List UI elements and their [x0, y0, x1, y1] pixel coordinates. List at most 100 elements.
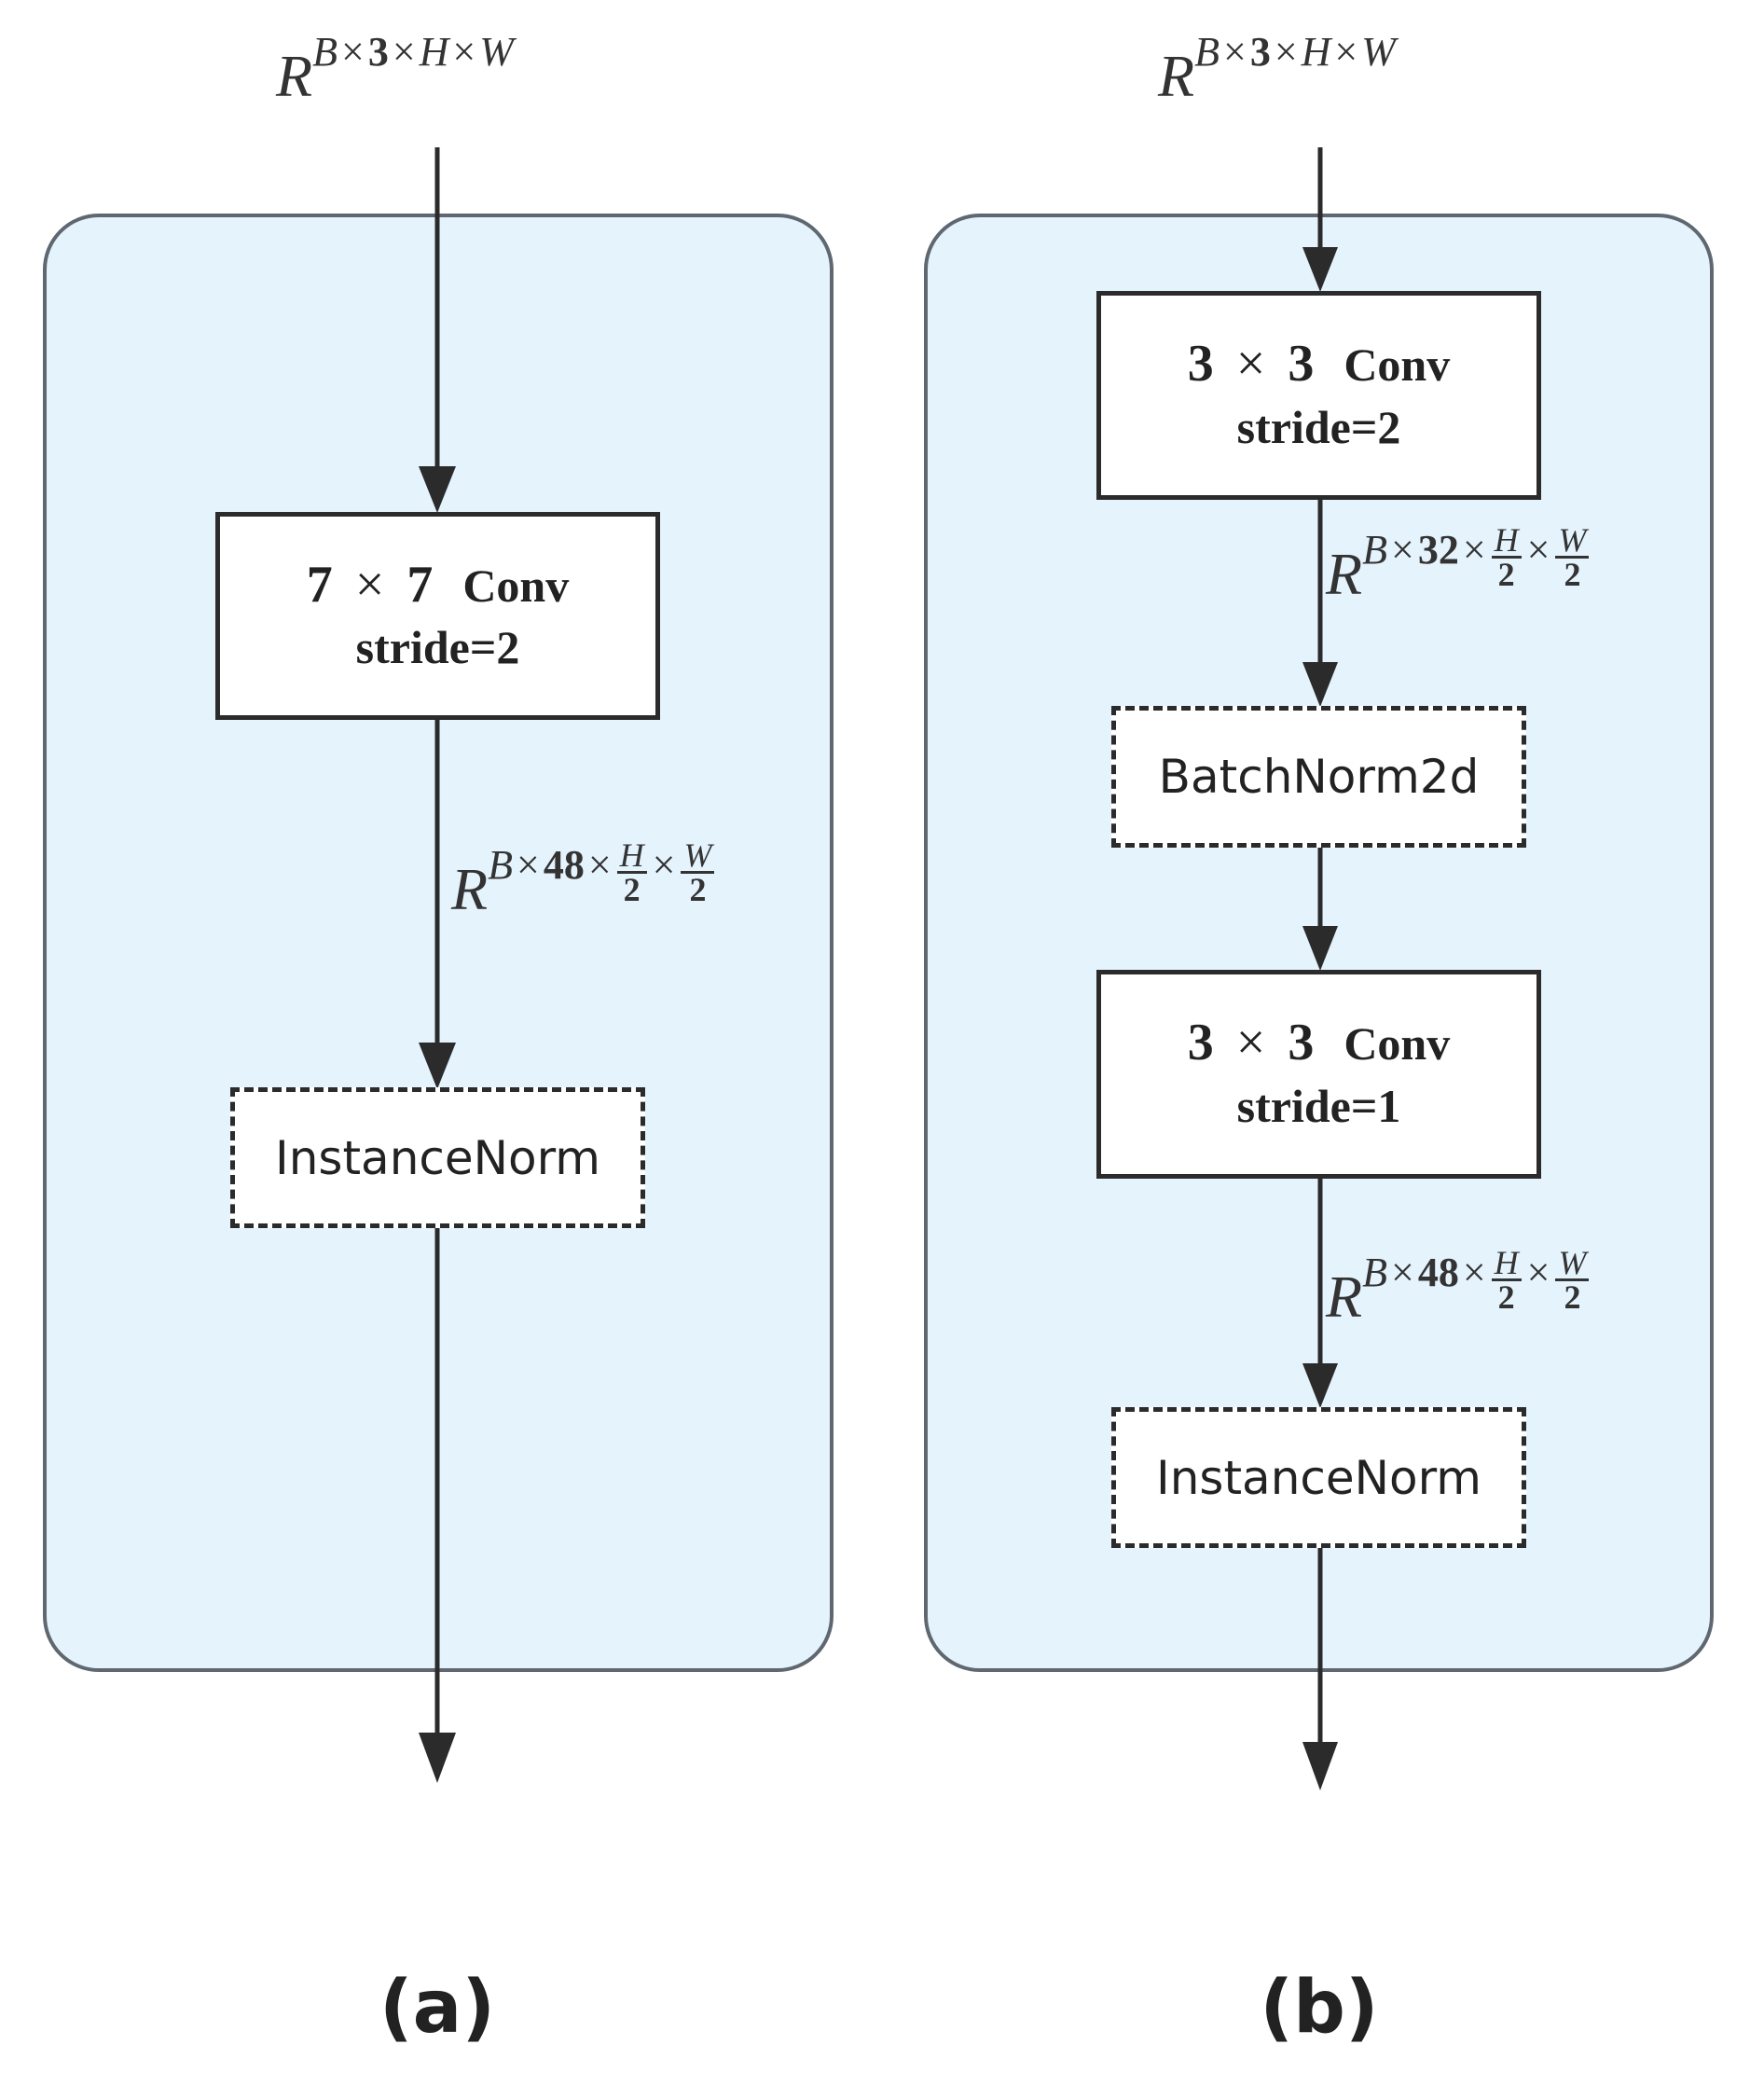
conv-word: Conv	[1344, 338, 1451, 392]
panel-a-caption: (a)	[379, 1966, 495, 2050]
panel-b-conv1-block: 3 × 3 Conv stride=2	[1096, 291, 1541, 500]
times-op: ×	[1390, 527, 1414, 573]
norm-label: BatchNorm2d	[1158, 750, 1480, 804]
fraction-numerator: H	[1491, 523, 1522, 560]
fraction-numerator: H	[1491, 1246, 1522, 1282]
times-op: ×	[340, 29, 365, 75]
panel-a-conv-block: 7 × 7 Conv stride=2	[215, 512, 660, 720]
conv-word: Conv	[1344, 1017, 1451, 1071]
arrowhead-a-conv	[419, 466, 456, 513]
shape-base: R	[276, 43, 313, 109]
times-op: ×	[652, 842, 676, 888]
fraction-width: W 2	[681, 838, 715, 909]
dim-batch: B	[312, 29, 338, 75]
kernel-size: 3	[1187, 335, 1214, 394]
fraction-denominator: 2	[1564, 556, 1581, 594]
kernel-size: 3	[1288, 335, 1315, 394]
fraction-denominator: 2	[1497, 1278, 1515, 1317]
fraction-denominator: 2	[1564, 1278, 1581, 1317]
arrowhead-a-output	[419, 1733, 456, 1783]
conv-stride: stride=2	[355, 621, 520, 674]
dim-batch: B	[1362, 1250, 1387, 1295]
panel-b-shape1: R B × 32 × H 2 × W 2	[1326, 523, 1591, 607]
times-op: ×	[1222, 29, 1247, 75]
kernel-size: 3	[1288, 1014, 1315, 1072]
arrowhead-b-output	[1302, 1742, 1338, 1790]
conv-kernel-label: 7 × 7 Conv	[306, 555, 570, 615]
times-op: ×	[354, 555, 385, 614]
times-op: ×	[1390, 1250, 1414, 1295]
arrowhead-b-norm1	[1302, 662, 1338, 707]
times-op: ×	[1235, 1014, 1266, 1072]
shape-superscript: B × 48 × H 2 × W 2	[488, 838, 716, 906]
times-op: ×	[452, 29, 476, 75]
panel-b-shape2: R B × 48 × H 2 × W 2	[1326, 1246, 1591, 1330]
times-op: ×	[587, 842, 612, 888]
fraction-height: H 2	[1491, 1246, 1522, 1317]
fraction-denominator: 2	[689, 871, 707, 909]
times-op: ×	[516, 842, 540, 888]
kernel-size: 3	[1187, 1014, 1214, 1072]
dim-batch: B	[1194, 29, 1219, 75]
fraction-denominator: 2	[623, 871, 641, 909]
fraction-height: H 2	[616, 838, 647, 909]
shape-base: R	[1326, 541, 1363, 607]
shape-base: R	[1158, 43, 1195, 109]
times-op: ×	[1274, 29, 1298, 75]
dim-channels: 3	[367, 29, 389, 75]
conv-stride: stride=2	[1236, 400, 1401, 453]
dim-batch: B	[1362, 527, 1387, 573]
dim-channels: 32	[1417, 527, 1459, 573]
fraction-width: W 2	[1555, 523, 1590, 594]
norm-label: InstanceNorm	[274, 1130, 601, 1185]
dim-batch: B	[488, 842, 513, 888]
panel-b-batchnorm-block: BatchNorm2d	[1111, 706, 1526, 848]
panel-b-input-shape: R B × 3 × H × W	[1158, 32, 1396, 106]
times-op: ×	[1526, 527, 1550, 573]
dim-width: W	[479, 29, 514, 75]
times-op: ×	[392, 29, 416, 75]
shape-superscript: B × 3 × H × W	[1194, 32, 1396, 73]
fraction-height: H 2	[1491, 523, 1522, 594]
kernel-size: 7	[306, 555, 333, 614]
fraction-numerator: H	[616, 838, 647, 875]
fraction-denominator: 2	[1497, 556, 1515, 594]
panel-b-conv2-block: 3 × 3 Conv stride=1	[1096, 970, 1541, 1179]
panel-b-instancenorm-block: InstanceNorm	[1111, 1407, 1526, 1548]
fraction-width: W 2	[1555, 1246, 1590, 1317]
dim-channels: 48	[543, 842, 585, 888]
conv-kernel-label: 3 × 3 Conv	[1187, 1014, 1451, 1072]
fraction-numerator: W	[681, 838, 715, 875]
kernel-size: 7	[406, 555, 434, 614]
panel-a-arrows	[419, 147, 456, 1783]
times-op: ×	[1235, 335, 1266, 394]
arrowhead-b-conv2	[1302, 926, 1338, 971]
arrowhead-a-norm	[419, 1043, 456, 1089]
arrowhead-b-norm2	[1302, 1363, 1338, 1408]
shape-superscript: B × 3 × H × W	[312, 32, 514, 73]
times-op: ×	[1526, 1250, 1550, 1295]
arrowhead-b-conv1	[1302, 247, 1338, 292]
dim-channels: 3	[1249, 29, 1271, 75]
dim-width: W	[1361, 29, 1396, 75]
shape-superscript: B × 32 × H 2 × W 2	[1362, 523, 1591, 591]
panel-a-input-shape: R B × 3 × H × W	[276, 32, 514, 106]
norm-label: InstanceNorm	[1155, 1450, 1482, 1505]
panel-b-caption: (b)	[1260, 1966, 1379, 2050]
dim-height: H	[1301, 29, 1331, 75]
dim-channels: 48	[1417, 1250, 1459, 1295]
conv-stride: stride=1	[1236, 1079, 1401, 1132]
panel-b-arrows	[1302, 147, 1338, 1790]
panel-a-mid-shape: R B × 48 × H 2 × W 2	[451, 838, 716, 922]
dim-height: H	[419, 29, 449, 75]
times-op: ×	[1462, 1250, 1486, 1295]
shape-base: R	[1326, 1264, 1363, 1330]
shape-superscript: B × 48 × H 2 × W 2	[1362, 1246, 1591, 1314]
shape-base: R	[451, 856, 489, 922]
conv-kernel-label: 3 × 3 Conv	[1187, 335, 1451, 394]
fraction-numerator: W	[1555, 523, 1590, 560]
times-op: ×	[1462, 527, 1486, 573]
times-op: ×	[1334, 29, 1358, 75]
